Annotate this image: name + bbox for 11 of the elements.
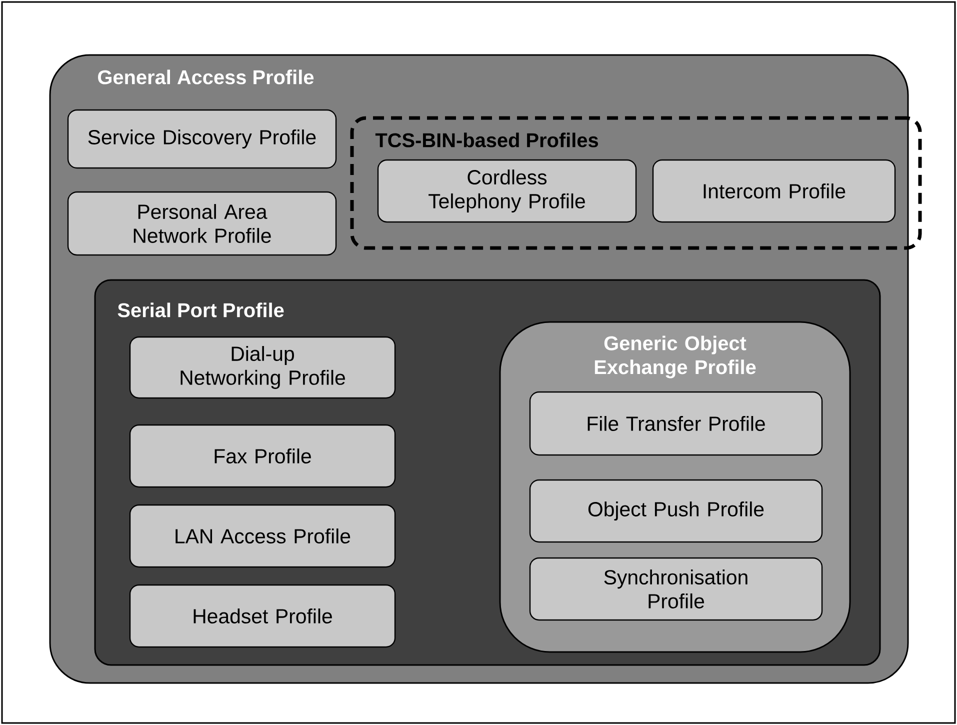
profile-box: Fax Profile <box>129 424 396 488</box>
profile-box: Service Discovery Profile <box>67 109 337 169</box>
profile-box: Headset Profile <box>129 584 396 648</box>
profile-box: Object Push Profile <box>529 479 823 543</box>
profile-box: Intercom Profile <box>652 159 896 223</box>
profile-box: LAN Access Profile <box>129 504 396 568</box>
profile-box: Cordless Telephony Profile <box>377 159 637 223</box>
profile-box: Personal Area Network Profile <box>67 191 337 256</box>
profile-box: File Transfer Profile <box>529 391 823 456</box>
profile-box: Dial-up Networking Profile <box>129 336 396 399</box>
profile-box: Synchronisation Profile <box>529 557 823 621</box>
